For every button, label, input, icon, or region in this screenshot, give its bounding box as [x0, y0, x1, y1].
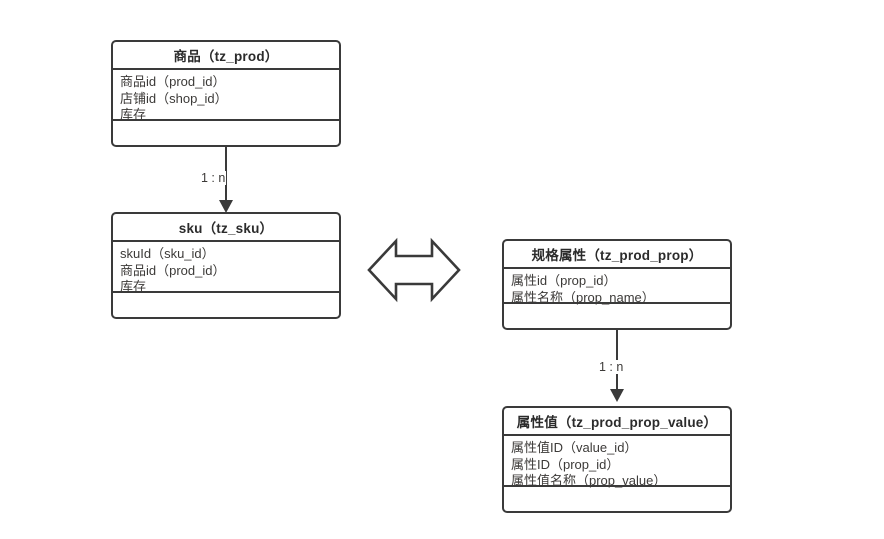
arrowhead-icon — [219, 200, 233, 213]
entity-tz-prod-prop[interactable]: 规格属性（tz_prod_prop） 属性id（prop_id） 属性名称（pr… — [502, 239, 732, 330]
attribute-row: 库存 — [120, 107, 147, 122]
attribute-row: 属性名称（prop_name） — [511, 289, 655, 305]
entity-tz-prod-prop-value[interactable]: 属性值（tz_prod_prop_value） 属性值ID（value_id） … — [502, 406, 732, 513]
attribute-row: 属性id（prop_id） — [511, 273, 617, 288]
entity-attributes-tz-prod-prop-value: 属性值ID（value_id） 属性ID（prop_id） 属性值名称（prop… — [504, 436, 730, 488]
attribute-row: 商品id（prod_id） — [120, 74, 226, 89]
attribute-row: 属性值ID（value_id） — [511, 440, 638, 455]
arrowhead-icon — [610, 389, 624, 402]
entity-attributes-tz-prod-prop: 属性id（prop_id） 属性名称（prop_name） — [504, 269, 730, 305]
attribute-row: 商品id（prod_id） — [120, 262, 226, 278]
entity-title-tz-prod-prop-value: 属性值（tz_prod_prop_value） — [504, 408, 730, 436]
attribute-row: 店铺id（shop_id） — [120, 90, 228, 106]
entity-tz-sku[interactable]: sku（tz_sku） skuId（sku_id） 商品id（prod_id） … — [111, 212, 341, 319]
attribute-row: 库存 — [120, 279, 147, 294]
entity-tz-prod[interactable]: 商品（tz_prod） 商品id（prod_id） 店铺id（shop_id） … — [111, 40, 341, 147]
attribute-row: 属性ID（prop_id） — [511, 456, 620, 472]
entity-title-tz-prod-prop: 规格属性（tz_prod_prop） — [504, 241, 730, 269]
relationship-label: 1 : n — [598, 360, 625, 374]
entity-operations-tz-prod — [113, 121, 339, 145]
relationship-prop-to-prop-value: 1 : n — [598, 330, 636, 408]
attribute-row: skuId（sku_id） — [120, 246, 215, 261]
double-headed-arrow-icon — [366, 236, 462, 304]
entity-attributes-tz-prod: 商品id（prod_id） 店铺id（shop_id） 库存 — [113, 70, 339, 122]
entity-attributes-tz-sku: skuId（sku_id） 商品id（prod_id） 库存 — [113, 242, 339, 294]
entity-title-tz-prod: 商品（tz_prod） — [113, 42, 339, 70]
entity-operations-tz-prod-prop — [504, 304, 730, 328]
entity-operations-tz-sku — [113, 293, 339, 317]
entity-operations-tz-prod-prop-value — [504, 487, 730, 511]
relationship-label: 1 : n — [200, 171, 227, 185]
relationship-prod-to-sku: 1 : n — [200, 147, 245, 215]
attribute-row: 属性值名称（prop_value） — [511, 473, 667, 488]
entity-title-tz-sku: sku（tz_sku） — [113, 214, 339, 242]
